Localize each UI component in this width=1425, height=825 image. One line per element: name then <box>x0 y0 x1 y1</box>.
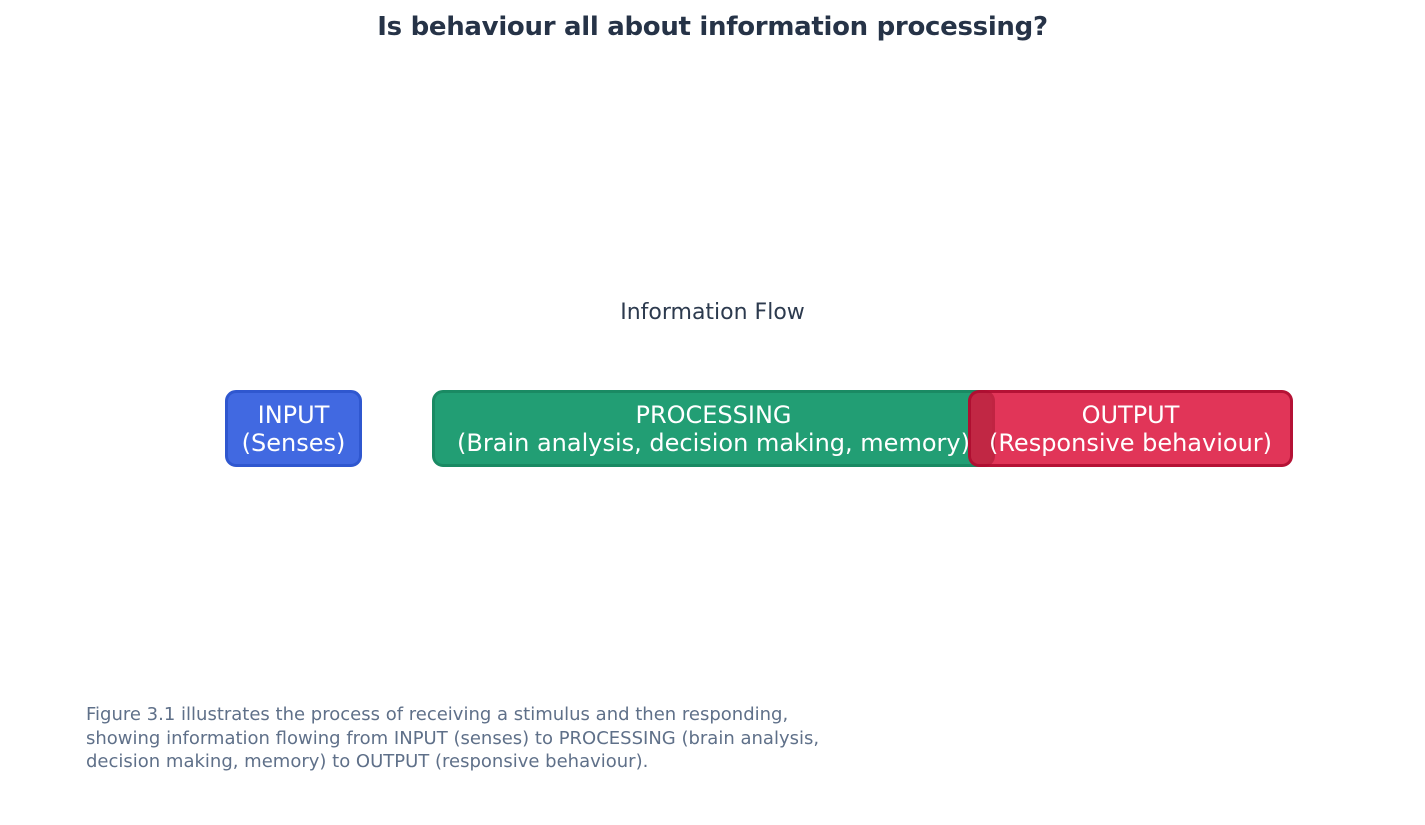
processing-box-subtitle: (Brain analysis, decision making, memory… <box>457 428 970 457</box>
input-box: INPUT (Senses) <box>225 390 362 467</box>
output-box-title: OUTPUT <box>1081 400 1180 429</box>
output-box: OUTPUT (Responsive behaviour) <box>968 390 1293 467</box>
diagram-subtitle: Information Flow <box>620 300 805 325</box>
input-box-title: INPUT <box>257 400 330 429</box>
caption-line: showing information flowing from INPUT (… <box>86 727 820 749</box>
caption-line: Figure 3.1 illustrates the process of re… <box>86 704 789 725</box>
processing-box: PROCESSING (Brain analysis, decision mak… <box>432 390 995 467</box>
processing-box-title: PROCESSING <box>635 400 792 429</box>
caption-line: decision making, memory) to OUTPUT (resp… <box>86 751 649 773</box>
output-box-subtitle: (Responsive behaviour) <box>988 428 1273 457</box>
figure-caption: Figure 3.1 illustrates the process of re… <box>86 703 819 774</box>
input-box-subtitle: (Senses) <box>241 428 346 457</box>
page-title: Is behaviour all about information proce… <box>377 12 1048 42</box>
